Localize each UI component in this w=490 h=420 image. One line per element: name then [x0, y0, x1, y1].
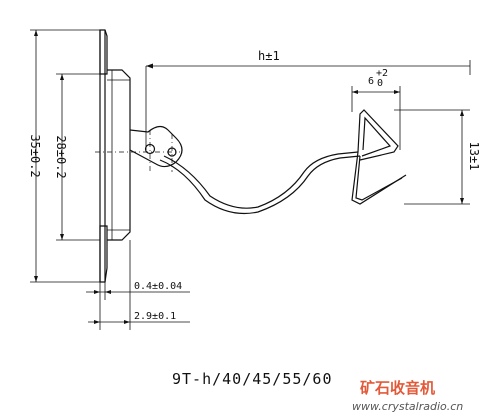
dimension-28: 28±0.2: [54, 73, 100, 241]
dim-13-label: 13±1: [467, 142, 481, 171]
dim-h-label: h±1: [258, 49, 280, 63]
pivot-eyelet: [95, 125, 183, 172]
watermark-url: www.crystalradio.cn: [352, 400, 463, 413]
watermark-name: 矿石收音机: [360, 379, 435, 397]
dimension-13: 13±1: [394, 109, 481, 205]
dim-04-label: 0.4±0.04: [134, 281, 182, 292]
dim-28-label: 28±0.2: [54, 135, 68, 178]
site-watermark: 矿石收音机 www.crystalradio.cn: [352, 379, 463, 413]
dim-29-label: 2.9±0.1: [134, 311, 176, 322]
dimension-04: 0.4±0.04: [86, 281, 190, 300]
dimension-gap: 6 +2 0: [351, 68, 401, 150]
mounting-plate: [99, 29, 131, 283]
dimension-h: h±1: [145, 49, 471, 150]
dim-gap-upper: +2: [376, 68, 388, 79]
dimension-29: 2.9±0.1: [88, 240, 190, 330]
model-caption: 9T-h/40/45/55/60: [172, 370, 333, 388]
dim-gap-lower: 0: [377, 78, 383, 89]
dim-35-label: 35±0.2: [28, 134, 42, 177]
spring-wire: [159, 109, 407, 215]
dimension-35: 35±0.2: [28, 29, 100, 283]
dim-gap-label: 6: [368, 76, 374, 87]
